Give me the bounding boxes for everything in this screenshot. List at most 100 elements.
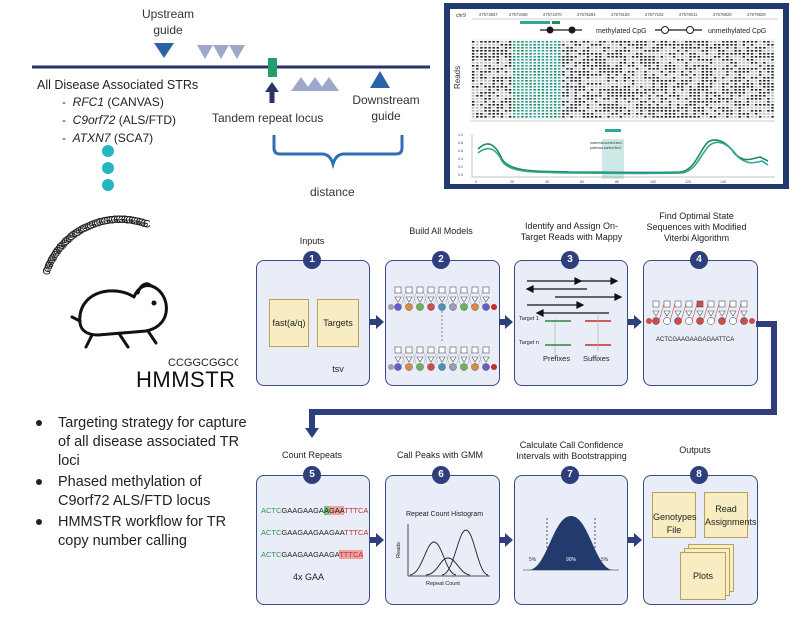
cpg-mark [525,71,528,73]
cpg-mark [623,59,627,61]
cpg-mark [767,86,770,88]
step-badge: 4 [690,251,708,269]
cpg-mark [771,50,774,52]
cpg-mark [558,98,561,100]
cpg-mark [496,41,499,43]
cpg-mark [541,47,545,49]
cpg-mark [763,65,766,67]
cpg-mark [718,107,721,109]
cpg-mark [627,74,631,76]
cpg-mark [746,98,750,100]
cpg-mark [746,41,750,43]
downstream-guide-triangle [370,71,390,88]
cpg-mark [677,110,680,112]
cpg-mark [660,71,663,73]
cpg-mark [718,83,721,85]
cpg-mark [730,65,733,67]
x-tick: 100 [650,180,656,184]
cpg-mark [619,83,622,85]
cpg-mark [558,95,561,97]
cpg-mark [492,53,495,55]
cpg-mark [742,77,745,79]
cpg-mark [525,101,528,103]
cpg-mark [754,116,758,118]
cpg-mark [664,110,668,112]
distance-label: distance [310,185,355,199]
cpg-mark [672,65,676,67]
cpg-mark [631,95,635,97]
cpg-mark [480,71,483,73]
cpg-mark [578,71,581,73]
cpg-mark [521,89,524,91]
cpg-mark [685,116,688,118]
cpg-mark [636,47,639,49]
cpg-mark [603,59,606,61]
cpg-mark [578,86,581,88]
cpg-mark [763,86,766,88]
cpg-mark [636,98,639,100]
cpg-mark [476,95,479,97]
cpg-mark [636,92,639,94]
cpg-mark [697,110,700,112]
cpg-mark [763,92,766,94]
cpg-mark [648,89,651,91]
cpg-mark [590,68,594,70]
cpg-mark [484,68,487,70]
count-seq-3: ACTCGAAGAAGAAGATTTCA [261,550,364,559]
cpg-mark [603,104,606,106]
cpg-mark [488,86,491,88]
cpg-mark [476,65,479,67]
cpg-mark [508,47,512,49]
cpg-mark [611,107,614,109]
cpg-mark [664,92,668,94]
cpg-mark [640,56,643,58]
cpg-mark [656,47,659,49]
cpg-mark [586,44,590,46]
cpg-mark [718,77,721,79]
cpg-mark [623,68,627,70]
cpg-mark [664,62,668,64]
hmm-start [388,304,394,310]
cpg-mark [718,86,721,88]
cpg-mark [619,74,622,76]
cpg-mark [554,80,557,82]
locus-arrow [265,82,279,92]
cpg-mark [529,59,532,61]
cpg-mark [681,62,684,64]
cpg-mark [734,62,737,64]
cpg-mark [738,95,741,97]
cpg-mark [599,62,602,64]
cpg-mark [644,95,647,97]
cpg-mark [709,104,713,106]
cpg-mark [767,101,770,103]
cpg-mark [574,53,577,55]
cpg-mark [525,68,528,70]
cpg-mark [697,62,700,64]
cpg-mark [746,56,750,58]
cpg-mark [582,80,586,82]
cpg-mark [693,104,696,106]
cpg-mark [767,107,770,109]
cpg-mark [607,86,610,88]
cpg-mark [726,95,729,97]
cpg-mark [537,86,540,88]
cpg-mark [504,56,508,58]
cpg-mark [513,41,516,43]
cpg-mark [648,44,651,46]
cpg-mark [595,98,598,100]
cpg-mark [500,56,504,58]
cpg-mark [599,107,602,109]
cpg-mark [660,95,663,97]
cpg-mark [590,107,594,109]
cpg-mark [541,44,545,46]
cpg-mark [660,98,663,100]
cpg-mark [718,47,721,49]
cpg-mark [500,98,504,100]
cpg-mark [615,104,618,106]
cpg-mark [644,89,647,91]
cpg-mark [476,116,479,118]
cpg-mark [746,68,750,70]
cpg-mark [746,92,750,94]
cpg-mark [582,62,586,64]
hmm-state [460,303,468,311]
